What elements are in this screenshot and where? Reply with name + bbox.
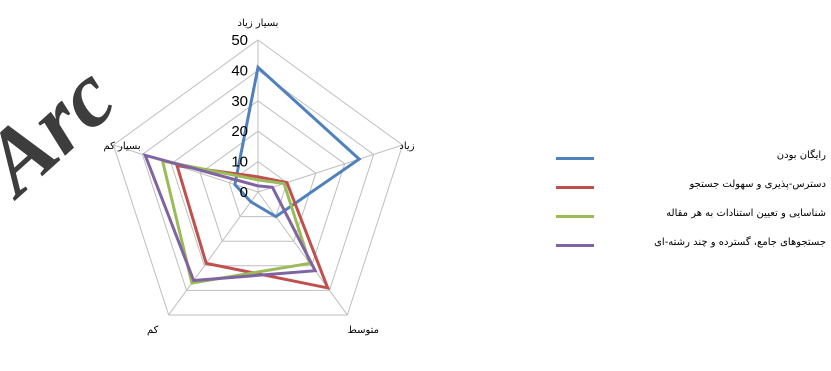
legend-item: دسترس-پذیری و سهولت جستجو (556, 179, 828, 208)
tick-label: 50 (231, 32, 248, 49)
legend-item: شناسایی و تعیین استنادات به هر مقاله (556, 208, 828, 237)
grid-spoke (257, 144, 403, 193)
tick-label: 10 (231, 154, 248, 171)
legend-label: رایگان بودن (776, 150, 826, 161)
legend-label: شناسایی و تعیین استنادات به هر مقاله (666, 208, 826, 219)
grid-ring (112, 39, 404, 316)
axis-label: زیاد (399, 141, 414, 152)
grid-ring (199, 130, 317, 242)
tick-label: 30 (231, 93, 248, 110)
grid-ring (141, 69, 375, 291)
tick-label: 40 (231, 62, 248, 79)
chart-legend: رایگان بودن دسترس-پذیری و سهولت جستجو شناس… (556, 150, 828, 266)
legend-swatch (556, 186, 594, 189)
grid-ring (170, 100, 346, 267)
legend-label: دسترس-پذیری و سهولت جستجو (689, 179, 826, 190)
axis-label: بسیار زیاد (238, 18, 279, 29)
tick-label: 0 (240, 184, 248, 201)
legend-swatch (556, 244, 594, 247)
legend-item: رایگان بودن (556, 150, 828, 179)
tick-label: 20 (231, 123, 248, 140)
axis-label: متوسط (348, 325, 379, 336)
watermark-text: Arc (0, 45, 134, 216)
series-line (142, 153, 318, 283)
legend-swatch (556, 157, 594, 160)
radar-grid (112, 39, 404, 316)
grid-spoke (168, 191, 259, 316)
axis-label: کم (147, 325, 159, 336)
series-lines (142, 64, 362, 290)
watermark: Arc (0, 45, 134, 216)
legend-label: جستجوهای جامع، گسترده و چند رشته-ای (654, 237, 826, 248)
axis-labels: 0 10 20 30 40 50 بسیار زیاد زیاد متوسط کم بسیار کم (103, 18, 414, 336)
legend-item: جستجوهای جامع، گسترده و چند رشته-ای (556, 237, 828, 266)
legend-swatch (556, 215, 594, 218)
series-line (233, 64, 362, 219)
grid-spoke (257, 191, 348, 316)
axis-label: بسیار کم (103, 141, 140, 152)
